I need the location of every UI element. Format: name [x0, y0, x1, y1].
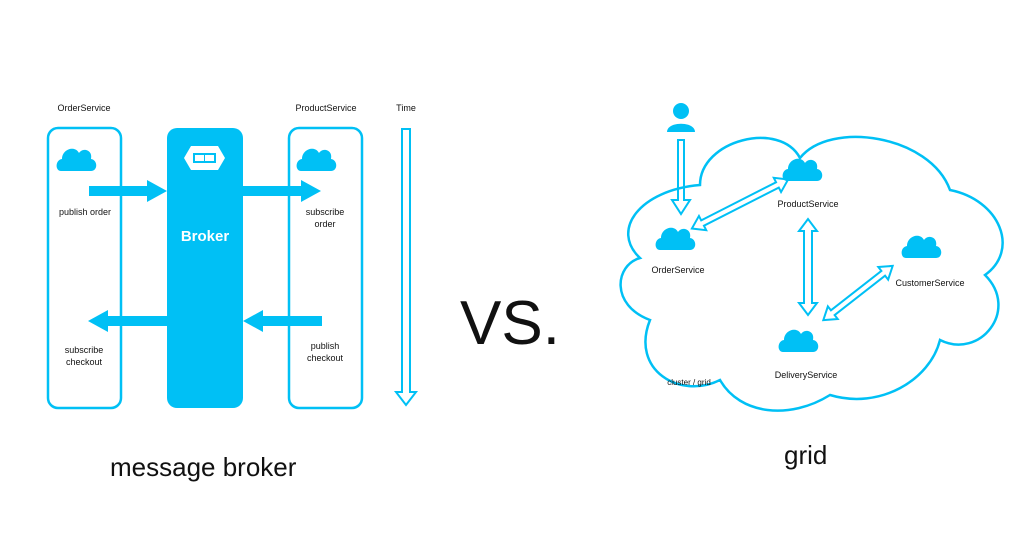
subscribe-order-arrow	[243, 180, 321, 202]
order-service-node-icon	[655, 227, 696, 250]
subscribe-checkout-label: subscribe checkout	[64, 345, 104, 367]
delivery-service-node-label: DeliveryService	[774, 370, 838, 380]
publish-order-arrow	[89, 180, 167, 202]
product-service-lane	[287, 126, 364, 410]
product-delivery-arrow	[797, 217, 819, 317]
publish-checkout-arrow	[243, 310, 322, 332]
cluster-label: cluster / grid	[667, 378, 711, 387]
delivery-service-node-icon	[778, 329, 819, 352]
subscribe-checkout-arrow	[88, 310, 167, 332]
order-service-cloud-icon	[56, 148, 97, 171]
order-service-title: OrderService	[57, 103, 111, 113]
message-broker-caption: message broker	[110, 452, 297, 482]
time-arrow	[393, 128, 419, 407]
message-queue-icon	[184, 146, 225, 170]
cluster-cloud	[619, 135, 1004, 412]
product-service-cloud-icon	[296, 148, 337, 171]
delivery-customer-arrow	[821, 264, 895, 322]
grid-caption: grid	[784, 440, 828, 470]
broker-box	[167, 128, 243, 408]
product-service-node-icon	[782, 158, 823, 181]
vs-separator: VS.	[460, 289, 560, 358]
user-to-order-arrow	[670, 139, 692, 216]
publish-checkout-label: publish checkout	[306, 341, 344, 363]
customer-service-node-icon	[901, 235, 942, 258]
time-label: Time	[396, 103, 416, 113]
user-icon	[667, 103, 695, 132]
publish-order-label: publish order	[58, 207, 112, 217]
order-service-node-label: OrderService	[651, 265, 705, 275]
product-service-node-label: ProductService	[777, 199, 839, 209]
customer-service-node-label: CustomerService	[895, 278, 965, 288]
order-service-lane	[46, 126, 123, 410]
subscribe-order-label: subscribe order	[305, 207, 345, 229]
order-product-arrow	[690, 176, 790, 232]
broker-label: Broker	[180, 228, 230, 245]
product-service-title: ProductService	[295, 103, 357, 113]
